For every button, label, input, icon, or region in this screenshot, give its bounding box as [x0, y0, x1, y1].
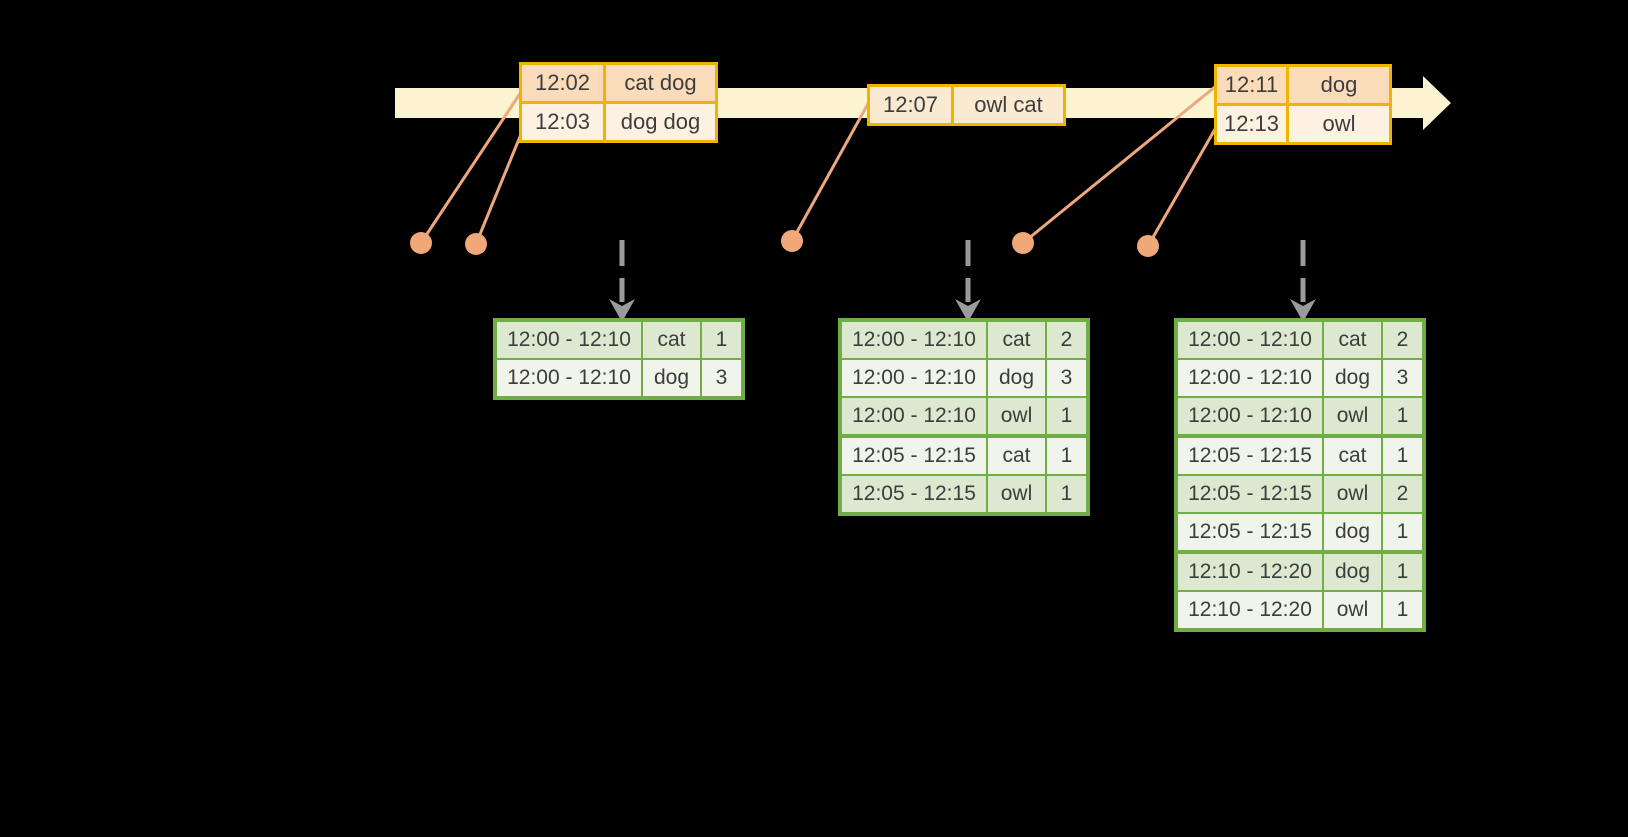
event-time-cell: 12:11	[1214, 64, 1289, 106]
trigger-arrowhead-icon	[955, 299, 981, 322]
count-cell: 1	[1045, 474, 1089, 515]
window-cell: 12:10 - 12:20	[1175, 590, 1324, 631]
window-cell: 12:05 - 12:15	[839, 474, 988, 515]
event-words-cell: owl cat	[951, 84, 1066, 126]
event-connector-line	[790, 101, 871, 242]
window-cell: 12:00 - 12:10	[1175, 396, 1324, 437]
event-time-cell: 12:02	[519, 62, 606, 104]
count-cell: 1	[1381, 550, 1425, 592]
event-dot	[1012, 232, 1034, 254]
event-words-cell: owl	[1286, 103, 1392, 145]
count-cell: 1	[1045, 434, 1089, 476]
word-cell: owl	[1322, 474, 1383, 514]
word-cell: dog	[1322, 550, 1383, 592]
word-cell: dog	[1322, 358, 1383, 398]
word-cell: cat	[986, 319, 1047, 360]
window-cell: 12:00 - 12:10	[1175, 358, 1324, 398]
event-dot	[781, 230, 803, 252]
window-cell: 12:10 - 12:20	[1175, 550, 1324, 592]
word-cell: owl	[1322, 590, 1383, 631]
count-cell: 3	[1045, 358, 1089, 398]
word-cell: cat	[1322, 434, 1383, 476]
event-connector-line	[1146, 123, 1220, 247]
window-cell: 12:00 - 12:10	[1175, 319, 1324, 360]
count-cell: 1	[1381, 396, 1425, 437]
event-connector-line	[1022, 84, 1217, 245]
word-cell: owl	[986, 474, 1047, 515]
event-connector-line	[419, 91, 523, 244]
window-cell: 12:00 - 12:10	[839, 319, 988, 360]
count-cell: 1	[1381, 512, 1425, 553]
count-cell: 1	[1045, 396, 1089, 437]
count-cell: 1	[1381, 590, 1425, 631]
count-cell: 1	[1381, 434, 1425, 476]
word-cell: dog	[986, 358, 1047, 398]
event-time-cell: 12:07	[867, 84, 954, 126]
word-cell: dog	[1322, 512, 1383, 553]
event-time-cell: 12:13	[1214, 103, 1289, 145]
event-words-cell: cat dog	[603, 62, 718, 104]
window-cell: 12:05 - 12:15	[1175, 474, 1324, 514]
count-cell: 2	[1381, 474, 1425, 514]
event-time-cell: 12:03	[519, 101, 606, 143]
event-words-cell: dog	[1286, 64, 1392, 106]
word-cell: cat	[1322, 319, 1383, 360]
word-cell: dog	[641, 358, 702, 399]
event-dot	[465, 233, 487, 255]
window-cell: 12:05 - 12:15	[1175, 512, 1324, 553]
word-cell: owl	[986, 396, 1047, 437]
window-cell: 12:00 - 12:10	[839, 358, 988, 398]
word-cell: owl	[1322, 396, 1383, 437]
word-cell: cat	[986, 434, 1047, 476]
count-cell: 1	[700, 319, 744, 360]
window-cell: 12:05 - 12:15	[839, 434, 988, 476]
count-cell: 2	[1045, 319, 1089, 360]
event-dot	[410, 232, 432, 254]
trigger-arrowhead-icon	[1290, 299, 1316, 322]
event-connector-line	[474, 121, 528, 245]
count-cell: 2	[1381, 319, 1425, 360]
window-cell: 12:05 - 12:15	[1175, 434, 1324, 476]
window-cell: 12:00 - 12:10	[839, 396, 988, 437]
trigger-arrowhead-icon	[609, 299, 635, 322]
event-words-cell: dog dog	[603, 101, 718, 143]
word-cell: cat	[641, 319, 702, 360]
event-dot	[1137, 235, 1159, 257]
count-cell: 3	[1381, 358, 1425, 398]
timeline-arrowhead-icon	[1423, 76, 1451, 130]
count-cell: 3	[700, 358, 744, 399]
window-cell: 12:00 - 12:10	[494, 358, 643, 399]
window-cell: 12:00 - 12:10	[494, 319, 643, 360]
